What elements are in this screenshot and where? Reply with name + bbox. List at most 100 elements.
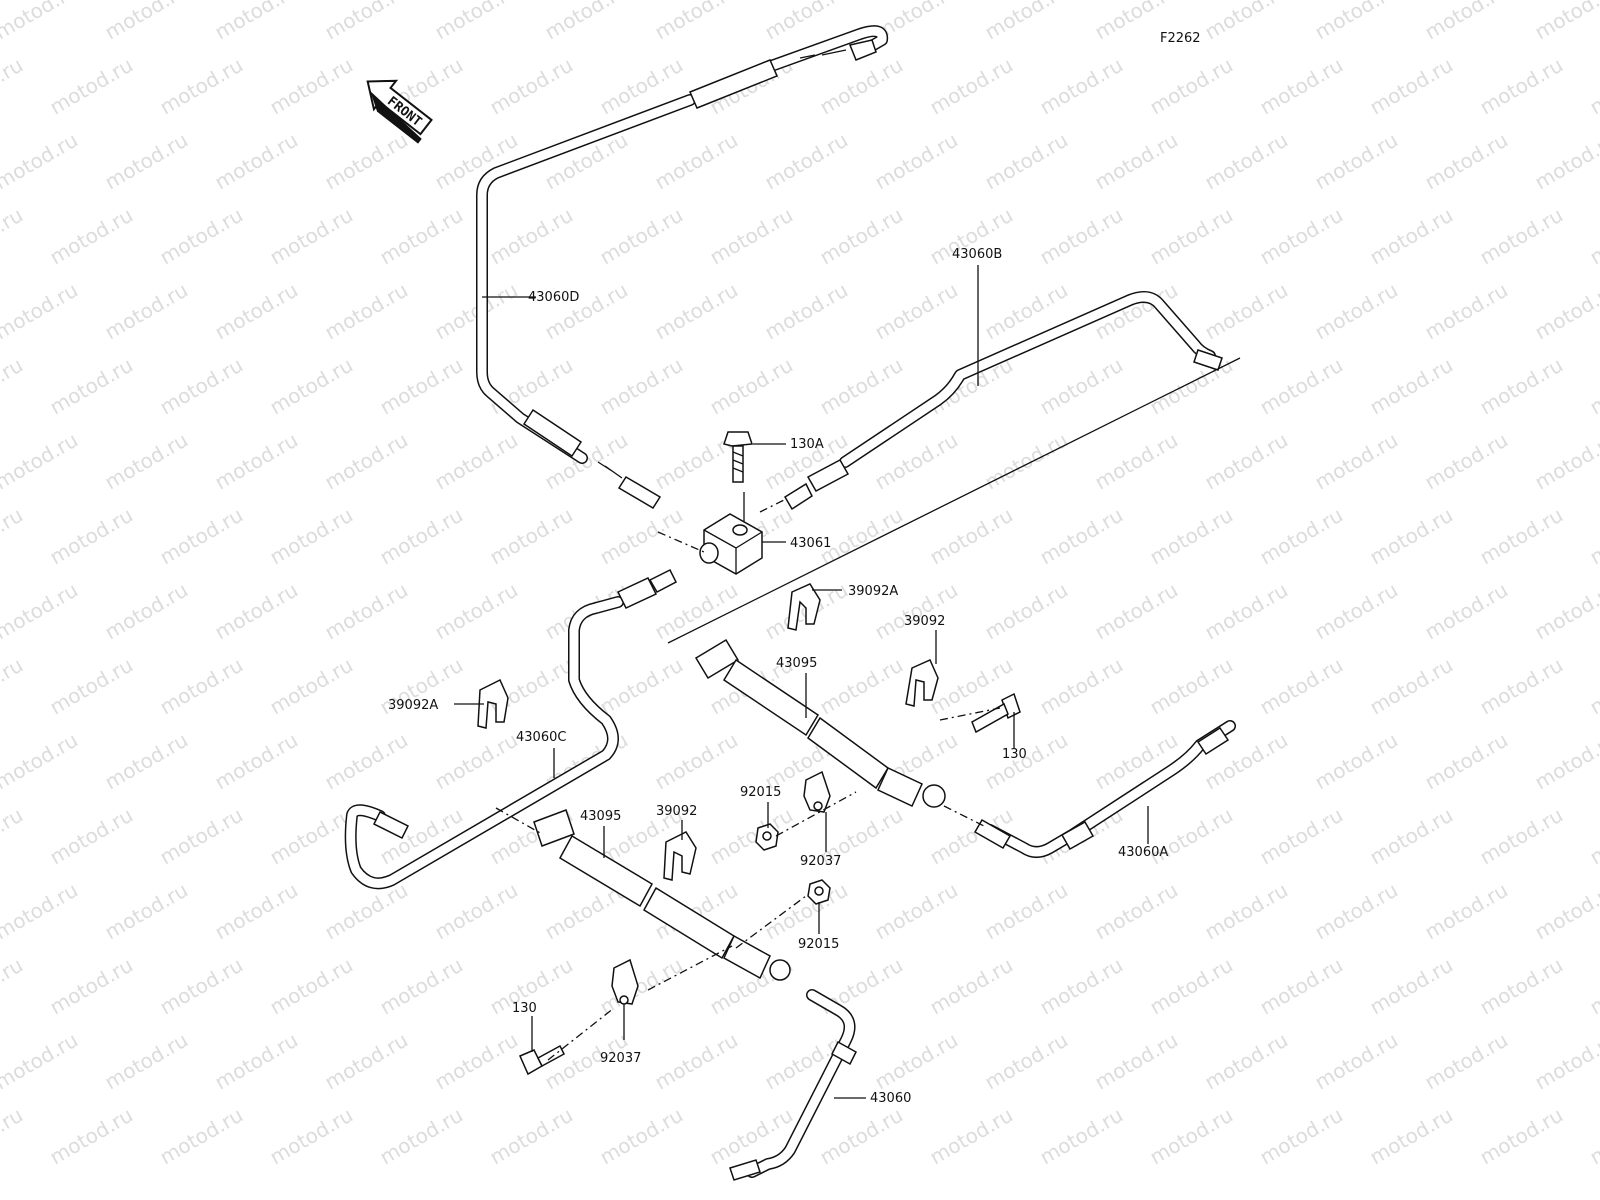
watermark-text: motod.ru	[46, 53, 137, 120]
bracket-92037-right	[803, 770, 831, 813]
watermark-text: motod.ru	[266, 503, 357, 570]
watermark-text: motod.ru	[1366, 503, 1457, 570]
watermark-text: motod.ru	[486, 53, 577, 120]
watermark-text: motod.ru	[431, 728, 522, 795]
watermark-text: motod.ru	[871, 1028, 962, 1095]
watermark-text: motod.ru	[1256, 353, 1347, 420]
flare-nut	[848, 39, 877, 61]
watermark-text: motod.ru	[46, 653, 137, 720]
watermark-text: motod.ru	[101, 0, 192, 44]
watermark-text: motod.ru	[1146, 203, 1237, 270]
watermark-text: motod.ru	[321, 1028, 412, 1095]
watermark-text: motod.ru	[596, 1103, 687, 1170]
watermark-text: motod.ru	[431, 428, 522, 495]
watermark-text: motod.ru	[871, 278, 962, 345]
watermark-text: motod.ru	[486, 1103, 577, 1170]
watermark-text: motod.ru	[1311, 278, 1402, 345]
watermark-text: motod.ru	[321, 128, 412, 195]
watermark-text: motod.ru	[1476, 1103, 1567, 1170]
watermark-text: motod.ru	[1091, 1028, 1182, 1095]
watermark-text: motod.ru	[321, 278, 412, 345]
watermark-text: motod.ru	[156, 953, 247, 1020]
watermark-text: motod.ru	[1201, 428, 1292, 495]
flare-nut	[1193, 349, 1223, 371]
watermark-text: motod.ru	[266, 353, 357, 420]
bracket-92037-bottom	[611, 958, 639, 1005]
watermark-text: motod.ru	[1366, 953, 1457, 1020]
pipe-sleeve	[689, 59, 778, 109]
watermark-text: motod.ru	[1201, 128, 1292, 195]
watermark-text: motod.ru	[431, 128, 522, 195]
watermark-text: motod.ru	[596, 353, 687, 420]
watermark-text: motod.ru	[651, 0, 742, 44]
watermark-text: motod.ru	[1476, 803, 1567, 870]
watermark-text: motod.ru	[1311, 0, 1402, 44]
watermark-text: motod.ru	[1256, 53, 1347, 120]
watermark-text: motod.ru	[1201, 1028, 1292, 1095]
watermark-text: motod.ru	[1476, 203, 1567, 270]
watermark-text: motod.ru	[1201, 878, 1292, 945]
label-39092-mid: 39092	[656, 804, 697, 819]
watermark-text: motod.ru	[266, 653, 357, 720]
watermark-text: motod.ru	[1421, 0, 1512, 44]
label-39092a-left: 39092A	[388, 698, 438, 713]
label-43060a: 43060A	[1118, 845, 1168, 860]
flare-nut	[973, 818, 1012, 850]
watermark-text: motod.ru	[211, 1028, 302, 1095]
watermark-text: motod.ru	[1091, 128, 1182, 195]
watermark-text: motod.ru	[1586, 503, 1600, 570]
watermark-text: motod.ru	[211, 878, 302, 945]
watermark-text: motod.ru	[486, 503, 577, 570]
watermark-text: motod.ru	[651, 278, 742, 345]
watermark-text: motod.ru	[1201, 278, 1292, 345]
watermark-text: motod.ru	[0, 1028, 82, 1095]
nut-92015-top	[755, 823, 779, 851]
watermark-text: motod.ru	[46, 1103, 137, 1170]
watermark-text: motod.ru	[1476, 653, 1567, 720]
watermark-text: motod.ru	[156, 203, 247, 270]
watermark-text: motod.ru	[101, 728, 192, 795]
bolt-130-bottom	[519, 1044, 565, 1076]
watermark-text: motod.ru	[101, 278, 192, 345]
watermark-text: motod.ru	[0, 653, 27, 720]
watermark-text: motod.ru	[211, 728, 302, 795]
brake-pipes	[344, 25, 1236, 1181]
watermark-text: motod.ru	[156, 503, 247, 570]
watermark-text: motod.ru	[321, 728, 412, 795]
watermark-text: motod.ru	[1586, 803, 1600, 870]
watermark-text: motod.ru	[0, 128, 82, 195]
label-43061: 43061	[790, 536, 831, 551]
watermark-text: motod.ru	[1421, 428, 1512, 495]
watermark-text: motod.ru	[1091, 878, 1182, 945]
flare-nut	[648, 568, 677, 593]
label-43060d: 43060D	[528, 290, 579, 305]
watermark-text: motod.ru	[321, 878, 412, 945]
clip-39092a-left	[477, 678, 509, 729]
watermark-text: motod.ru	[211, 128, 302, 195]
label-43095-bottom: 43095	[580, 809, 621, 824]
watermark-text: motod.ru	[1146, 503, 1237, 570]
watermark-text: motod.ru	[1036, 653, 1127, 720]
watermark-layer: motod.ru motod.ru motod.ru motod.ru motod.ru…	[0, 0, 1600, 1169]
watermark-text: motod.ru	[926, 953, 1017, 1020]
watermark-text: motod.ru	[0, 728, 82, 795]
watermark-text: motod.ru	[1421, 128, 1512, 195]
watermark-text: motod.ru	[706, 353, 797, 420]
watermark-text: motod.ru	[926, 503, 1017, 570]
watermark-text: motod.ru	[321, 428, 412, 495]
watermark-text: motod.ru	[1586, 953, 1600, 1020]
watermark-text: motod.ru	[1036, 353, 1127, 420]
watermark-text: motod.ru	[376, 953, 467, 1020]
label-43095-top: 43095	[776, 656, 817, 671]
watermark-text: motod.ru	[1036, 503, 1127, 570]
watermark-text: motod.ru	[1036, 203, 1127, 270]
watermark-text: motod.ru	[1421, 278, 1512, 345]
watermark-text: motod.ru	[1366, 803, 1457, 870]
watermark-text: motod.ru	[1531, 878, 1600, 945]
watermark-text: motod.ru	[1366, 353, 1457, 420]
watermark-text: motod.ru	[1421, 728, 1512, 795]
label-130-right: 130	[1002, 747, 1027, 762]
watermark-text: motod.ru	[376, 503, 467, 570]
watermark-text: motod.ru	[211, 278, 302, 345]
